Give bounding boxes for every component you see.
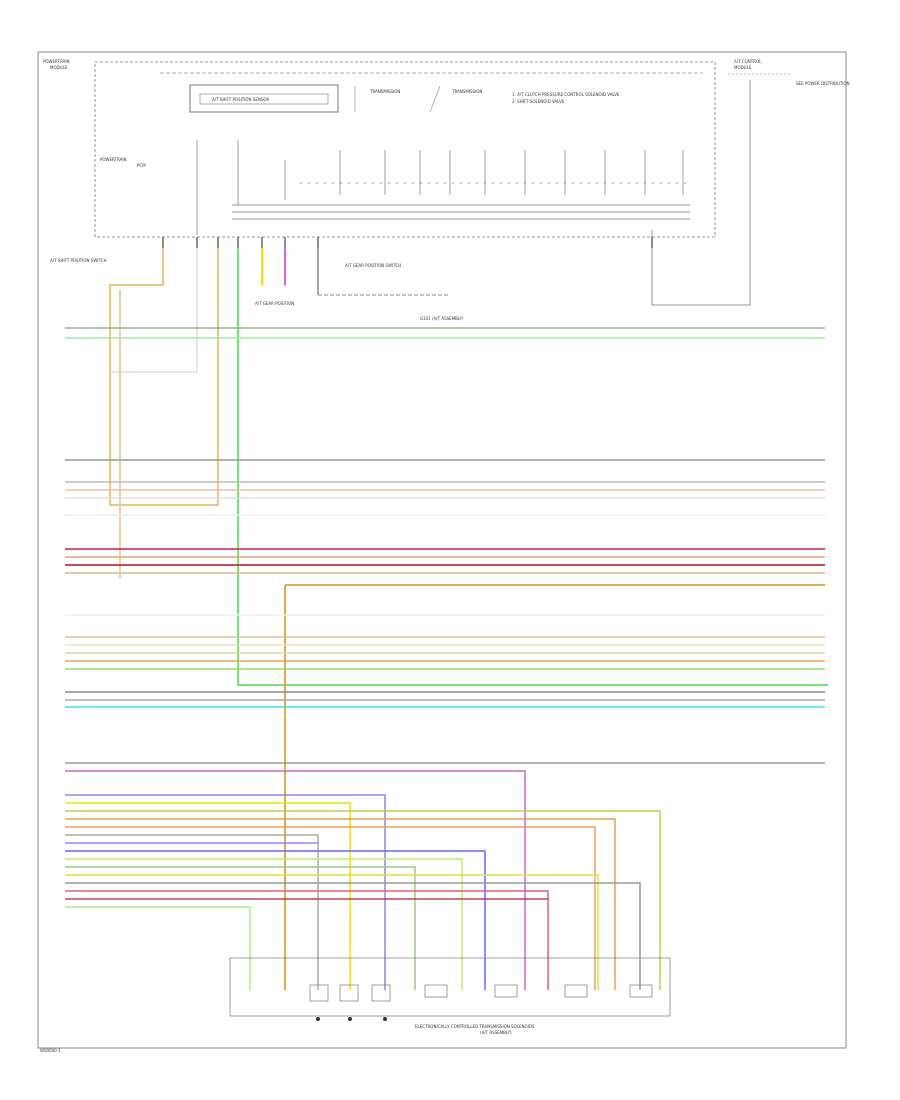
note-mid1: TRANSMISSION [369, 89, 400, 94]
wire-bundle-3 [65, 548, 825, 586]
bottom-title-sub: (A/T ASSEMBLY) [480, 1030, 512, 1035]
sensor-box [189, 84, 339, 113]
footer-code: W00000-1 [40, 1048, 61, 1053]
divider [429, 85, 441, 113]
note-right2: 2: SHIFT SOLENOID VALVE [512, 99, 565, 104]
note-right1: 1: A/T CLUTCH PRESSURE CONTROL SOLENOID … [512, 92, 620, 97]
lower-mid2-label: A/T GEAR POSITION [255, 301, 294, 306]
ground-label: G101 (A/T ASSEMBLY) [420, 316, 464, 321]
pcm-box [94, 61, 716, 238]
wire-bundle-2 [65, 459, 825, 516]
top-left-label: POWERTRAIN [43, 59, 70, 64]
inner-label-1: POWERTRAIN [100, 157, 127, 162]
note-left: A/T SHIFT POSITION SENSOR [212, 97, 270, 102]
wire-green-long [237, 248, 828, 686]
inner-label-2: PCM [137, 163, 146, 168]
ground-points [316, 1017, 387, 1021]
far-right-label: SEE POWER DISTRIBUTION [796, 81, 850, 86]
wire-bundle-1 [65, 327, 825, 339]
solenoid-box [229, 957, 671, 1017]
internal-bus [196, 140, 690, 235]
connector-pins [162, 237, 653, 248]
lower-left-label: A/T SHIFT POSITION SWITCH [50, 258, 106, 263]
right-box-label: A/T CONTROL [734, 59, 762, 64]
wire-bundle-5 [65, 762, 825, 990]
wire-bundle-4 [65, 614, 825, 708]
wire-white-left [110, 248, 198, 373]
sensor-inner-box [199, 93, 329, 105]
solenoid-coils [309, 984, 653, 1002]
bottom-title: ELECTRONICALLY CONTROLLED TRANSMISSION S… [415, 1024, 535, 1029]
lower-mid-label: A/T GEAR POSITION SWITCH [345, 263, 401, 268]
wire-orange-left [109, 248, 219, 506]
note-mid2: TRANSMISSION [451, 89, 482, 94]
top-left-label-2: MODULE [50, 65, 68, 70]
right-box-label-2: MODULE [734, 65, 752, 70]
outer-frame [37, 51, 847, 1049]
right-feed-wire [651, 80, 751, 306]
